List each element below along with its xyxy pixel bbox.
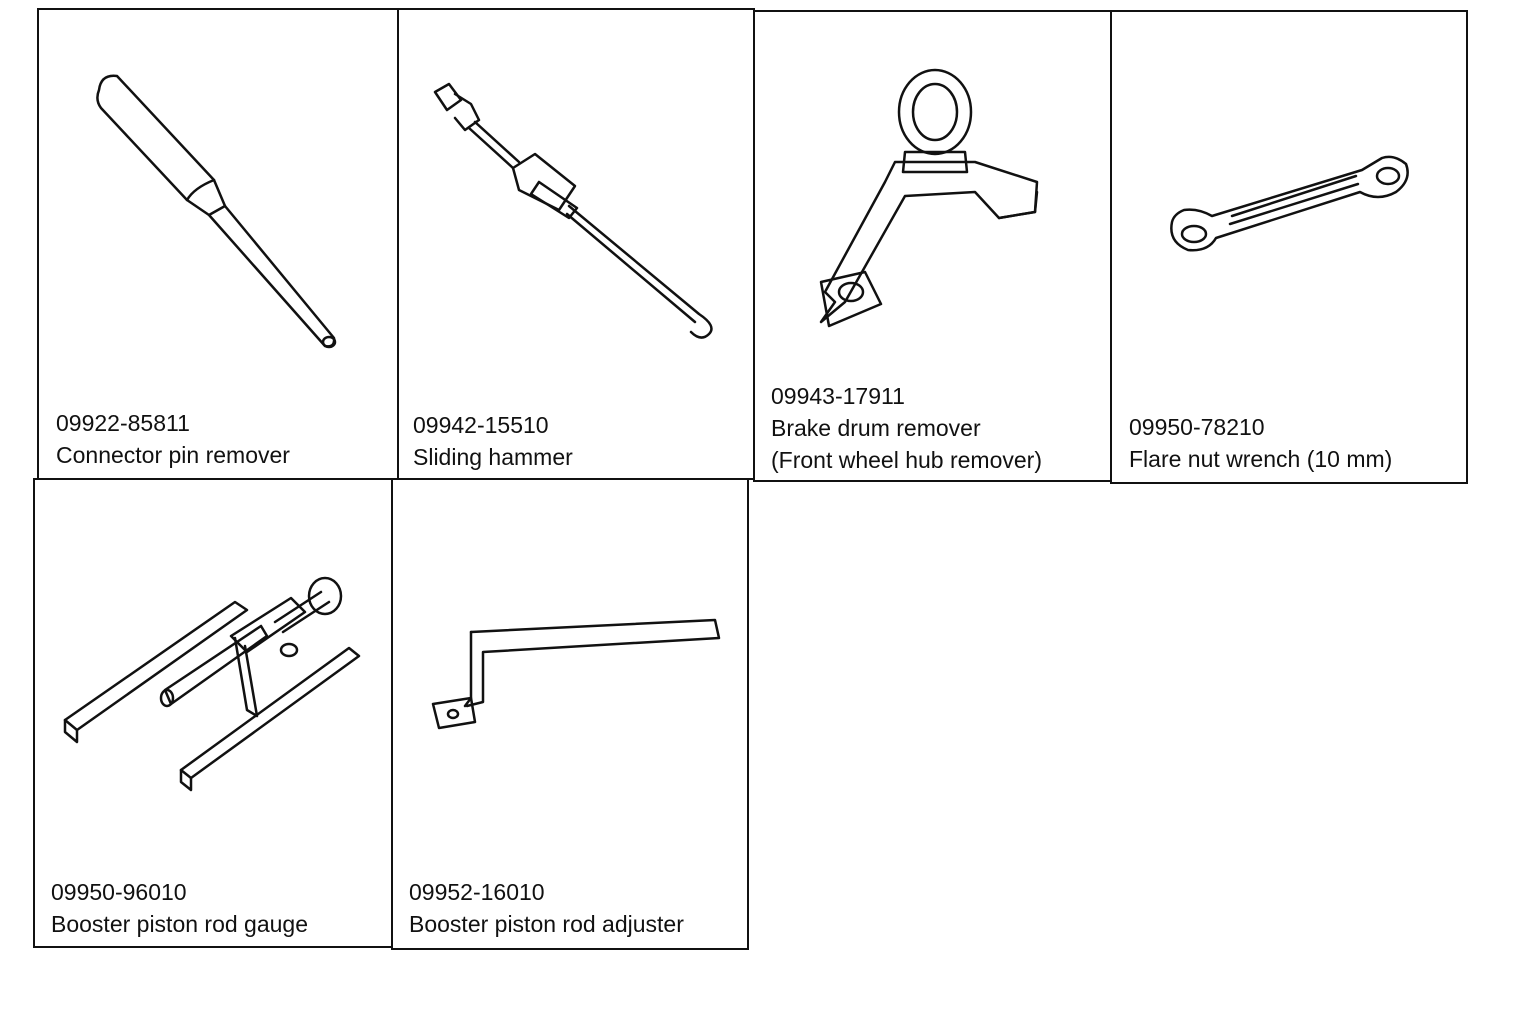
tool-part-number: 09942-15510 xyxy=(413,412,549,438)
tool-part-number: 09943-17911 xyxy=(771,383,905,409)
tool-name: Flare nut wrench (10 mm) xyxy=(1129,446,1393,472)
tool-cell-flare-nut-wrench: 09950-78210 Flare nut wrench (10 mm) xyxy=(1110,10,1468,484)
sliding-hammer-icon xyxy=(433,82,713,339)
tool-note: (Front wheel hub remover) xyxy=(771,447,1042,473)
tool-name: Booster piston rod adjuster xyxy=(409,911,684,937)
tool-part-number: 09952-16010 xyxy=(409,879,545,905)
brake-drum-remover-icon xyxy=(819,68,1039,328)
tool-part-number: 09950-78210 xyxy=(1129,414,1265,440)
booster-piston-rod-adjuster-icon xyxy=(431,618,721,730)
flare-nut-wrench-icon xyxy=(1170,155,1409,252)
tool-cell-sliding-hammer: 09942-15510 Sliding hammer xyxy=(397,8,755,480)
booster-piston-rod-gauge-icon xyxy=(63,576,361,792)
tool-name: Booster piston rod gauge xyxy=(51,911,309,937)
tool-part-number: 09950-96010 xyxy=(51,879,187,905)
tool-cell-booster-piston-rod-gauge: 09950-96010 Booster piston rod gauge xyxy=(33,478,393,948)
tool-cell-brake-drum-remover: 09943-17911 Brake drum remover (Front wh… xyxy=(753,10,1113,482)
tool-part-number: 09922-85811 xyxy=(56,410,190,436)
tool-cell-booster-piston-rod-adjuster: 09952-16010 Booster piston rod adjuster xyxy=(391,478,749,950)
tool-name: Connector pin remover xyxy=(56,442,290,468)
tool-cell-connector-pin-remover: 09922-85811 Connector pin remover xyxy=(37,8,399,480)
tool-name: Brake drum remover xyxy=(771,415,981,441)
connector-pin-remover-icon xyxy=(96,74,337,349)
tool-name: Sliding hammer xyxy=(413,444,573,470)
